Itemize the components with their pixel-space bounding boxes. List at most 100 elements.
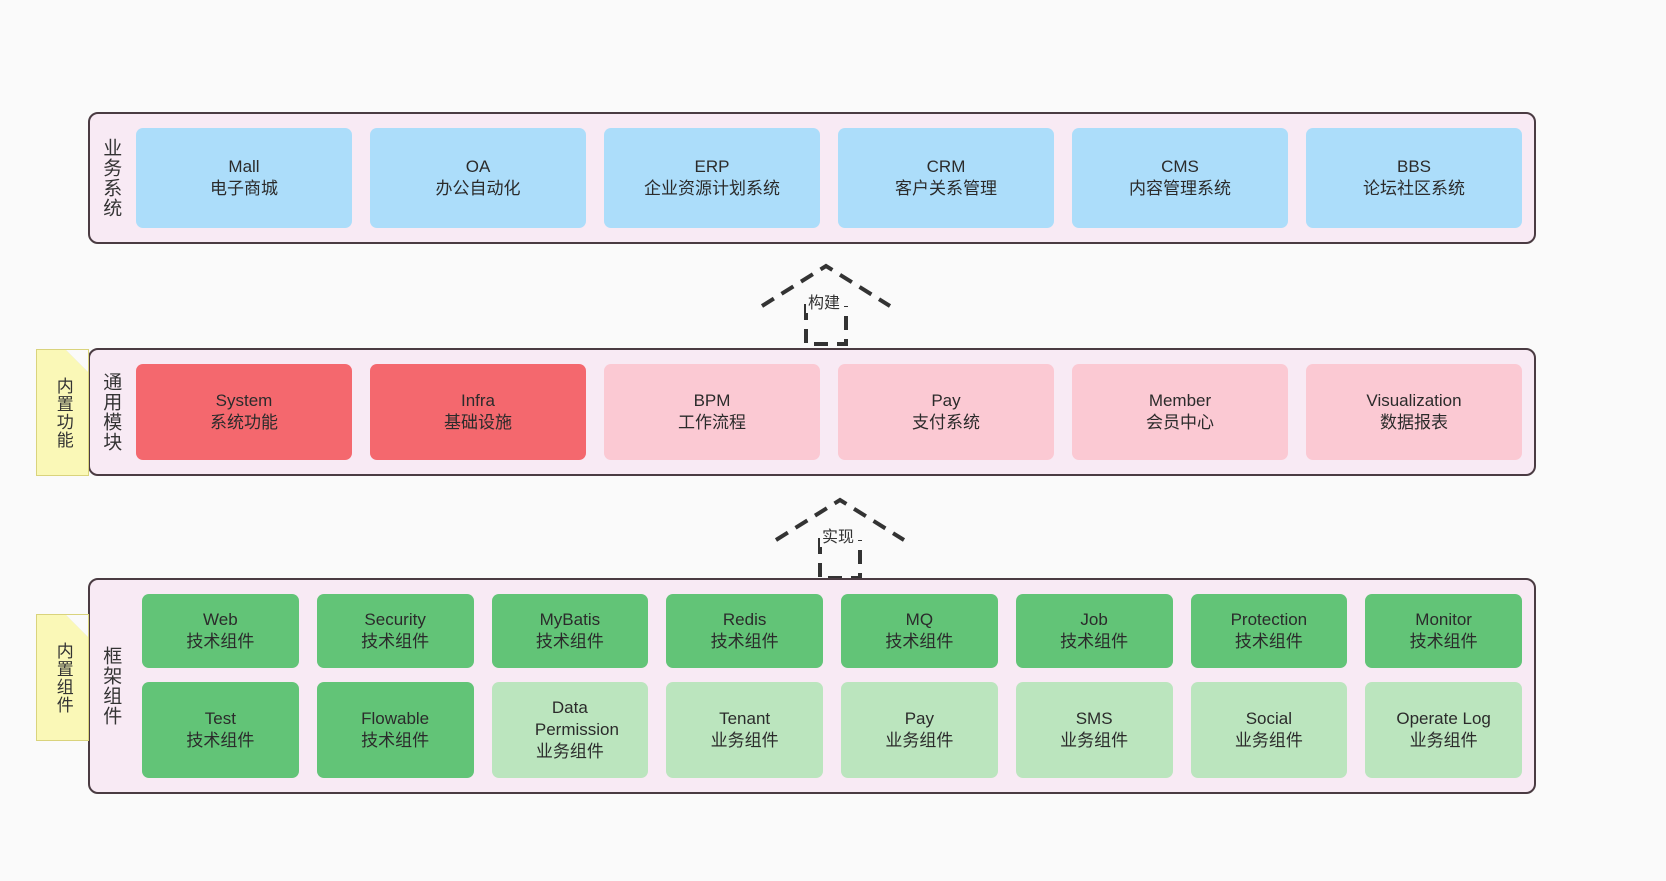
node-subtitle: 业务组件 [1060,731,1129,751]
note-builtin-function: 内置功能 [36,349,89,476]
arrow-label-build: 构建 [806,289,843,313]
node-subtitle: 技术组件 [361,632,430,652]
node-mall[interactable]: Mall 电子商城 [136,128,352,228]
node-member[interactable]: Member 会员中心 [1072,364,1288,460]
note-builtin-component: 内置组件 [36,614,89,741]
node-protection[interactable]: Protection 技术组件 [1190,594,1348,669]
node-cms[interactable]: CMS 内容管理系统 [1072,128,1288,228]
node-erp[interactable]: ERP 企业资源计划系统 [604,128,820,228]
layer-framework-component: 框架组件 Web 技术组件 Security 技术组件 MyBatis 技术组件… [88,578,1536,794]
node-subtitle: 技术组件 [186,731,255,751]
node-title: ERP [694,157,730,177]
node-subtitle: 系统功能 [210,413,278,432]
node-title: Security [364,610,426,630]
arrow-head-triangle [774,497,906,542]
node-title: BPM [693,391,731,411]
node-infra[interactable]: Infra 基础设施 [370,364,586,460]
node-subtitle: 电子商城 [210,179,278,198]
node-title: Pay [931,391,961,411]
node-mq[interactable]: MQ 技术组件 [841,594,998,669]
node-row: Mall 电子商城 OA 办公自动化 ERP 企业资源计划系统 CRM 客户关系… [136,128,1522,228]
node-title: SMS [1075,709,1113,729]
node-subtitle: 业务组件 [885,731,954,751]
node-subtitle: 技术组件 [361,731,430,751]
node-data-permission[interactable]: Data Permission 业务组件 [491,682,649,778]
node-title: Member [1148,391,1212,411]
node-title: CRM [926,157,966,177]
node-title: Data Permission [534,698,619,740]
node-subtitle: 技术组件 [1234,632,1303,652]
node-title: CMS [1161,157,1199,177]
note-label: 内置组件 [53,641,73,714]
node-title: Visualization [1366,391,1462,411]
node-subtitle: 企业资源计划系统 [644,179,780,198]
node-monitor[interactable]: Monitor 技术组件 [1365,594,1522,669]
layer-body-business-system: Mall 电子商城 OA 办公自动化 ERP 企业资源计划系统 CRM 客户关系… [130,114,1534,242]
node-subtitle: 技术组件 [1409,632,1478,652]
node-mybatis[interactable]: MyBatis 技术组件 [491,594,649,669]
node-system[interactable]: System 系统功能 [136,364,352,460]
node-bpm[interactable]: BPM 工作流程 [604,364,820,460]
node-test[interactable]: Test 技术组件 [142,682,299,778]
node-title: Flowable [361,709,430,729]
node-title: BBS [1396,157,1432,177]
node-redis[interactable]: Redis 技术组件 [666,594,823,669]
node-title: Operate Log [1396,709,1491,729]
node-title: MQ [905,610,934,630]
node-subtitle: 技术组件 [710,632,779,652]
node-title: Social [1245,709,1293,729]
note-label: 内置功能 [53,376,73,449]
node-flowable[interactable]: Flowable 技术组件 [316,682,474,778]
node-bbs[interactable]: BBS 论坛社区系统 [1306,128,1522,228]
node-subtitle: 业务组件 [1409,731,1478,751]
node-subtitle: 技术组件 [186,632,255,652]
node-title: Tenant [719,709,771,729]
node-subtitle: 技术组件 [535,632,604,652]
node-job[interactable]: Job 技术组件 [1015,594,1173,669]
node-row-business: Test 技术组件 Flowable 技术组件 Data Permission … [142,682,1522,778]
arrow-head-triangle [760,263,892,308]
layer-body-common-module: System 系统功能 Infra 基础设施 BPM 工作流程 Pay 支付系统… [130,350,1534,474]
node-subtitle: 业务组件 [535,741,604,761]
node-web[interactable]: Web 技术组件 [142,594,299,669]
node-subtitle: 内容管理系统 [1129,179,1231,198]
arrow-implement: 实现 [774,496,914,580]
node-title: System [215,391,273,411]
layer-business-system: 业务系统 Mall 电子商城 OA 办公自动化 ERP 企业资源计划系统 CRM… [88,112,1536,244]
node-operate-log[interactable]: Operate Log 业务组件 [1365,682,1522,778]
node-visualization[interactable]: Visualization 数据报表 [1306,364,1522,460]
node-pay-component[interactable]: Pay 业务组件 [841,682,998,778]
layer-title-common-module: 通用模块 [100,372,122,452]
node-title: Pay [904,709,935,729]
node-pay[interactable]: Pay 支付系统 [838,364,1054,460]
node-title: Job [1080,610,1108,630]
node-subtitle: 会员中心 [1146,413,1214,432]
node-social[interactable]: Social 业务组件 [1190,682,1348,778]
node-subtitle: 办公自动化 [435,179,521,198]
node-title: Redis [722,610,767,630]
node-title: Web [203,610,238,630]
node-subtitle: 业务组件 [1234,731,1303,751]
arrow-label-implement: 实现 [820,523,857,547]
node-row-tech: Web 技术组件 Security 技术组件 MyBatis 技术组件 Redi… [142,594,1522,669]
node-subtitle: 客户关系管理 [895,179,997,198]
node-crm[interactable]: CRM 客户关系管理 [838,128,1054,228]
node-sms[interactable]: SMS 业务组件 [1015,682,1173,778]
node-title: Monitor [1415,610,1472,630]
node-title: OA [465,157,491,177]
node-title: MyBatis [539,610,601,630]
node-subtitle: 业务组件 [710,731,779,751]
node-title: Mall [228,157,260,177]
layer-body-framework-component: Web 技术组件 Security 技术组件 MyBatis 技术组件 Redi… [130,580,1534,792]
node-subtitle: 技术组件 [885,632,954,652]
node-security[interactable]: Security 技术组件 [316,594,474,669]
node-tenant[interactable]: Tenant 业务组件 [666,682,823,778]
node-oa[interactable]: OA 办公自动化 [370,128,586,228]
layer-common-module: 通用模块 System 系统功能 Infra 基础设施 BPM 工作流程 Pay… [88,348,1536,476]
layer-title-framework-component: 框架组件 [100,646,122,726]
node-row: System 系统功能 Infra 基础设施 BPM 工作流程 Pay 支付系统… [136,364,1522,460]
node-subtitle: 支付系统 [912,413,980,432]
arrow-stem [804,306,848,346]
node-subtitle: 技术组件 [1060,632,1129,652]
node-subtitle: 工作流程 [678,413,746,432]
